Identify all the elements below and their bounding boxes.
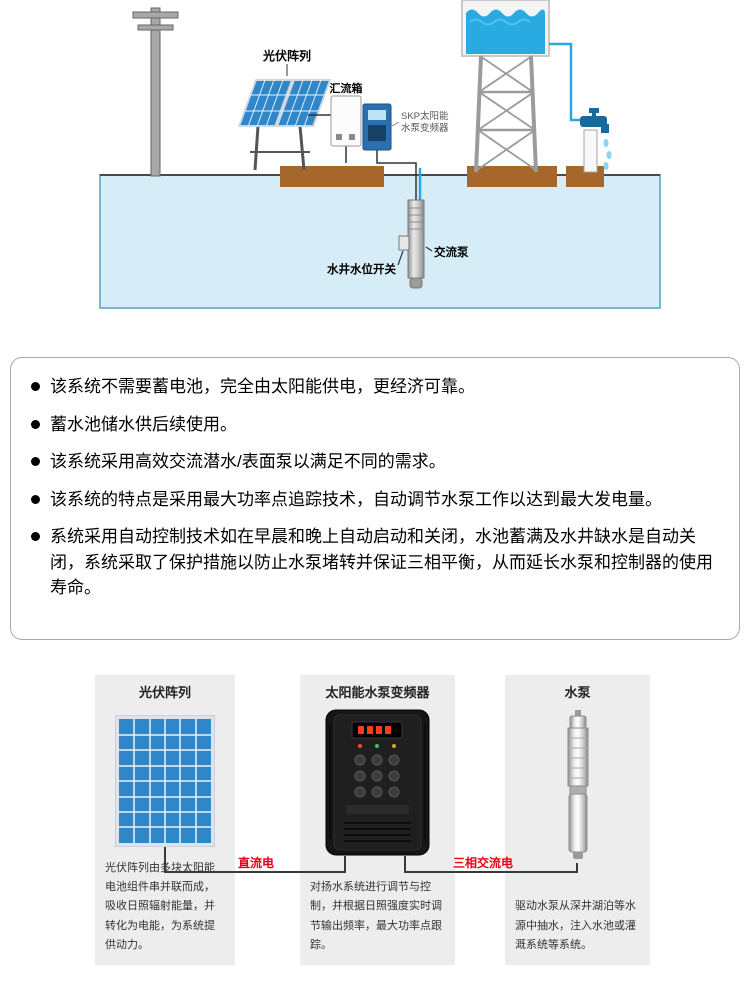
inverter-image — [325, 709, 430, 856]
inverter-icon — [362, 103, 392, 151]
water-level-switch-icon — [398, 235, 410, 251]
inverter-leader-line — [391, 121, 400, 127]
components-section: 光伏阵列 光伏阵列由多块太阳能电池组件串并联而成，吸收日照辐射能量，并转化为电能… — [0, 675, 750, 985]
tower-icon — [474, 55, 538, 173]
component-panel-pump: 水泵 — [505, 675, 650, 965]
component-title: 太阳能水泵变频器 — [325, 685, 430, 700]
bullet-icon — [31, 494, 40, 504]
component-title: 水泵 — [564, 685, 591, 700]
bullet-icon — [31, 457, 40, 466]
inverter-label-line1: SKP太阳能 — [401, 110, 449, 122]
inverter-label-line2: 水泵变频器 — [401, 122, 449, 134]
list-item: 蓄水池储水供后续使用。 — [31, 412, 717, 438]
bullet-icon — [31, 419, 40, 429]
feature-text: 蓄水池储水供后续使用。 — [50, 414, 237, 434]
dc-wires — [308, 114, 417, 200]
bullet-icon — [31, 382, 40, 391]
dc-power-label: 直流电 — [238, 855, 274, 870]
combiner-box-label: 汇流箱 — [330, 81, 363, 95]
pv-module-image — [115, 715, 215, 847]
pump-image — [567, 710, 588, 859]
feature-text: 该系统的特点是采用最大功率点追踪技术，自动调节水泵工作以达到最大发电量。 — [50, 489, 662, 509]
component-panel-inverter: 太阳能水泵变频器 — [300, 675, 455, 965]
tank-to-faucet-pipe — [549, 42, 583, 122]
water-tank-icon — [461, 0, 550, 57]
feature-text: 系统采用自动控制技术如在早晨和晚上自动启动和关闭，水池蓄满及水井缺水是自动关闭，… — [50, 527, 713, 597]
feature-text: 该系统不需要蓄电池，完全由太阳能供电，更经济可靠。 — [50, 377, 475, 396]
list-item: 该系统的特点是采用最大功率点追踪技术，自动调节水泵工作以达到最大发电量。 — [31, 487, 717, 513]
features-list: 该系统不需要蓄电池，完全由太阳能供电，更经济可靠。 蓄水池储水供后续使用。 该系… — [31, 374, 717, 601]
ac-pump-label: 交流泵 — [434, 245, 469, 259]
ac-pump-leader-line — [425, 246, 433, 252]
component-description: 光伏阵列由多块太阳能电池组件串并联而成，吸收日照辐射能量，并转化为电能，为系统提… — [105, 861, 215, 951]
component-description: 驱动水泵从深井湖泊等水源中抽水，注入水池或灌溉系统等系统。 — [515, 900, 636, 951]
system-diagram-svg: 光伏阵列 汇流箱 SKP太阳能 水泵变频器 — [99, 0, 661, 309]
utility-pole-icon — [132, 7, 179, 177]
list-item: 该系统采用高效交流潜水/表面泵以满足不同的需求。 — [31, 449, 717, 475]
combiner-box-icon — [330, 95, 362, 147]
system-diagram: 光伏阵列 汇流箱 SKP太阳能 水泵变频器 — [0, 0, 750, 348]
level-switch-leader-line — [397, 250, 404, 266]
ac-power-label: 三相交流电 — [453, 855, 513, 870]
component-panel-pv: 光伏阵列 光伏阵列由多块太阳能电池组件串并联而成，吸收日照辐射能量，并转化为电能… — [95, 675, 235, 965]
features-box: 该系统不需要蓄电池，完全由太阳能供电，更经济可靠。 蓄水池储水供后续使用。 该系… — [10, 357, 740, 640]
list-item: 该系统不需要蓄电池，完全由太阳能供电，更经济可靠。 — [31, 374, 717, 400]
component-title: 光伏阵列 — [138, 685, 191, 700]
component-description: 对扬水系统进行调节与控制，并根据日照强度实时调节输出频率，最大功率点跟踪。 — [310, 881, 442, 951]
water-level-switch-label: 水井水位开关 — [327, 262, 396, 276]
bullet-icon — [31, 532, 40, 541]
pv-array-label: 光伏阵列 — [262, 48, 311, 63]
underground-water — [99, 174, 661, 309]
list-item: 系统采用自动控制技术如在早晨和晚上自动启动和关闭，水池蓄满及水井缺水是自动关闭，… — [31, 524, 717, 601]
pv-array-icon — [237, 79, 332, 171]
feature-text: 该系统采用高效交流潜水/表面泵以满足不同的需求。 — [50, 452, 446, 471]
faucet-icon — [580, 108, 612, 173]
